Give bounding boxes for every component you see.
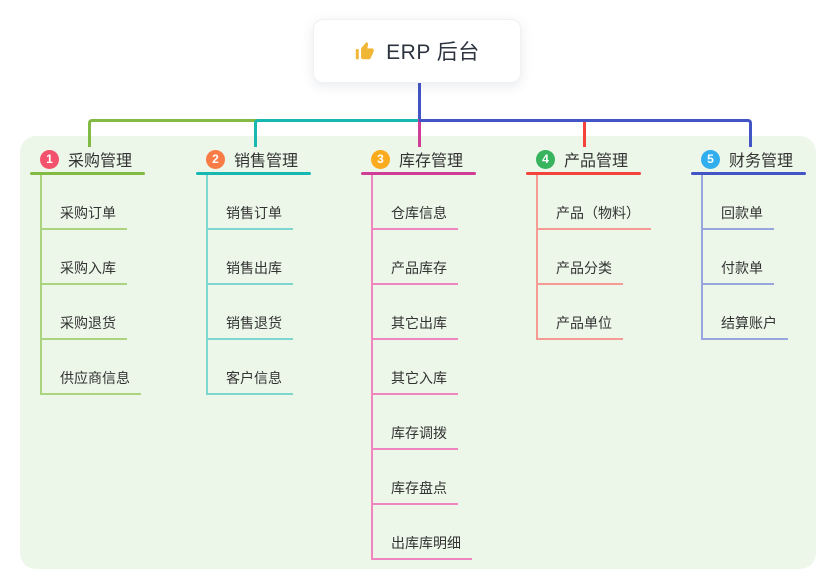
branches-panel [20,136,816,569]
branch-node[interactable]: 2 销售管理 [196,146,311,172]
child-node-label: 销售退货 [226,315,282,331]
child-node[interactable]: 采购订单 [42,175,127,230]
child-node[interactable]: 结算账户 [703,285,788,340]
branch-node-label: 库存管理 [399,153,464,170]
child-node-label: 产品单位 [556,315,612,331]
child-node-label: 其它出库 [391,315,447,331]
branch-node[interactable]: 1 采购管理 [30,146,145,172]
branch: 2 销售管理 销售订单 销售出库 销售退货 客户信息 [196,146,311,395]
branch: 3 库存管理 仓库信息 产品库存 其它出库 其它入库 库存调拨 库存盘点 出库库… [361,146,476,560]
connector-line [419,119,752,147]
child-node[interactable]: 客户信息 [208,340,293,395]
child-node[interactable]: 供应商信息 [42,340,141,395]
child-node-label: 产品（物料） [556,205,640,221]
branch-number-badge: 3 [371,149,390,169]
branch-underline [691,172,806,175]
root-node[interactable]: ERP 后台 [313,19,521,83]
child-node[interactable]: 付款单 [703,230,774,285]
child-node[interactable]: 库存调拨 [373,395,458,450]
branch-underline [361,172,476,175]
child-node[interactable]: 产品库存 [373,230,458,285]
root-node-label: ERP 后台 [386,41,480,64]
child-node[interactable]: 产品分类 [538,230,623,285]
child-node[interactable]: 其它入库 [373,340,458,395]
child-node[interactable]: 采购退货 [42,285,127,340]
child-node-label: 供应商信息 [60,370,130,386]
branch-number-badge: 2 [206,149,225,169]
child-node-label: 仓库信息 [391,205,447,221]
connector-line [254,119,420,147]
child-node-label: 其它入库 [391,370,447,386]
branch-underline [30,172,145,175]
branch: 1 采购管理 采购订单 采购入库 采购退货 供应商信息 [30,146,145,395]
branch-node-label: 采购管理 [68,153,133,170]
branch-underline [196,172,311,175]
child-node[interactable]: 采购入库 [42,230,127,285]
thumbs-up-icon [354,40,376,62]
connector-line [583,119,586,147]
branch-node[interactable]: 5 财务管理 [691,146,806,172]
child-node[interactable]: 产品单位 [538,285,623,340]
branch-node[interactable]: 4 产品管理 [526,146,651,172]
branch-number-badge: 4 [536,149,555,169]
branch-children: 产品（物料） 产品分类 产品单位 [536,175,651,340]
branch-children: 回款单 付款单 结算账户 [701,175,806,340]
branch-number-badge: 5 [701,149,720,169]
child-node[interactable]: 回款单 [703,175,774,230]
branch-node-label: 产品管理 [564,153,629,170]
connector-line [418,119,421,147]
branch-number-badge: 1 [40,149,59,169]
child-node[interactable]: 仓库信息 [373,175,458,230]
child-node-label: 采购订单 [60,205,116,221]
child-node[interactable]: 销售出库 [208,230,293,285]
branch-node-label: 销售管理 [234,153,299,170]
child-node-label: 采购退货 [60,315,116,331]
child-node-label: 回款单 [721,205,763,221]
child-node-label: 采购入库 [60,260,116,276]
child-node[interactable]: 其它出库 [373,285,458,340]
child-node-label: 付款单 [721,260,763,276]
branch-node[interactable]: 3 库存管理 [361,146,476,172]
branch-children: 仓库信息 产品库存 其它出库 其它入库 库存调拨 库存盘点 出库库明细 [371,175,476,560]
child-node[interactable]: 销售退货 [208,285,293,340]
child-node-label: 销售订单 [226,205,282,221]
child-node-label: 出库库明细 [391,535,461,551]
branch-node-label: 财务管理 [729,153,794,170]
child-node-label: 客户信息 [226,370,282,386]
child-node-label: 产品库存 [391,260,447,276]
child-node-label: 库存盘点 [391,480,447,496]
connector-line [418,83,421,121]
branch: 5 财务管理 回款单 付款单 结算账户 [691,146,806,340]
child-node[interactable]: 产品（物料） [538,175,651,230]
child-node-label: 结算账户 [721,315,777,331]
branch-underline [526,172,641,175]
child-node-label: 销售出库 [226,260,282,276]
child-node[interactable]: 销售订单 [208,175,293,230]
child-node[interactable]: 出库库明细 [373,505,472,560]
branch: 4 产品管理 产品（物料） 产品分类 产品单位 [526,146,651,340]
child-node[interactable]: 库存盘点 [373,450,458,505]
child-node-label: 库存调拨 [391,425,447,441]
branch-children: 采购订单 采购入库 采购退货 供应商信息 [40,175,145,395]
child-node-label: 产品分类 [556,260,612,276]
branch-children: 销售订单 销售出库 销售退货 客户信息 [206,175,311,395]
